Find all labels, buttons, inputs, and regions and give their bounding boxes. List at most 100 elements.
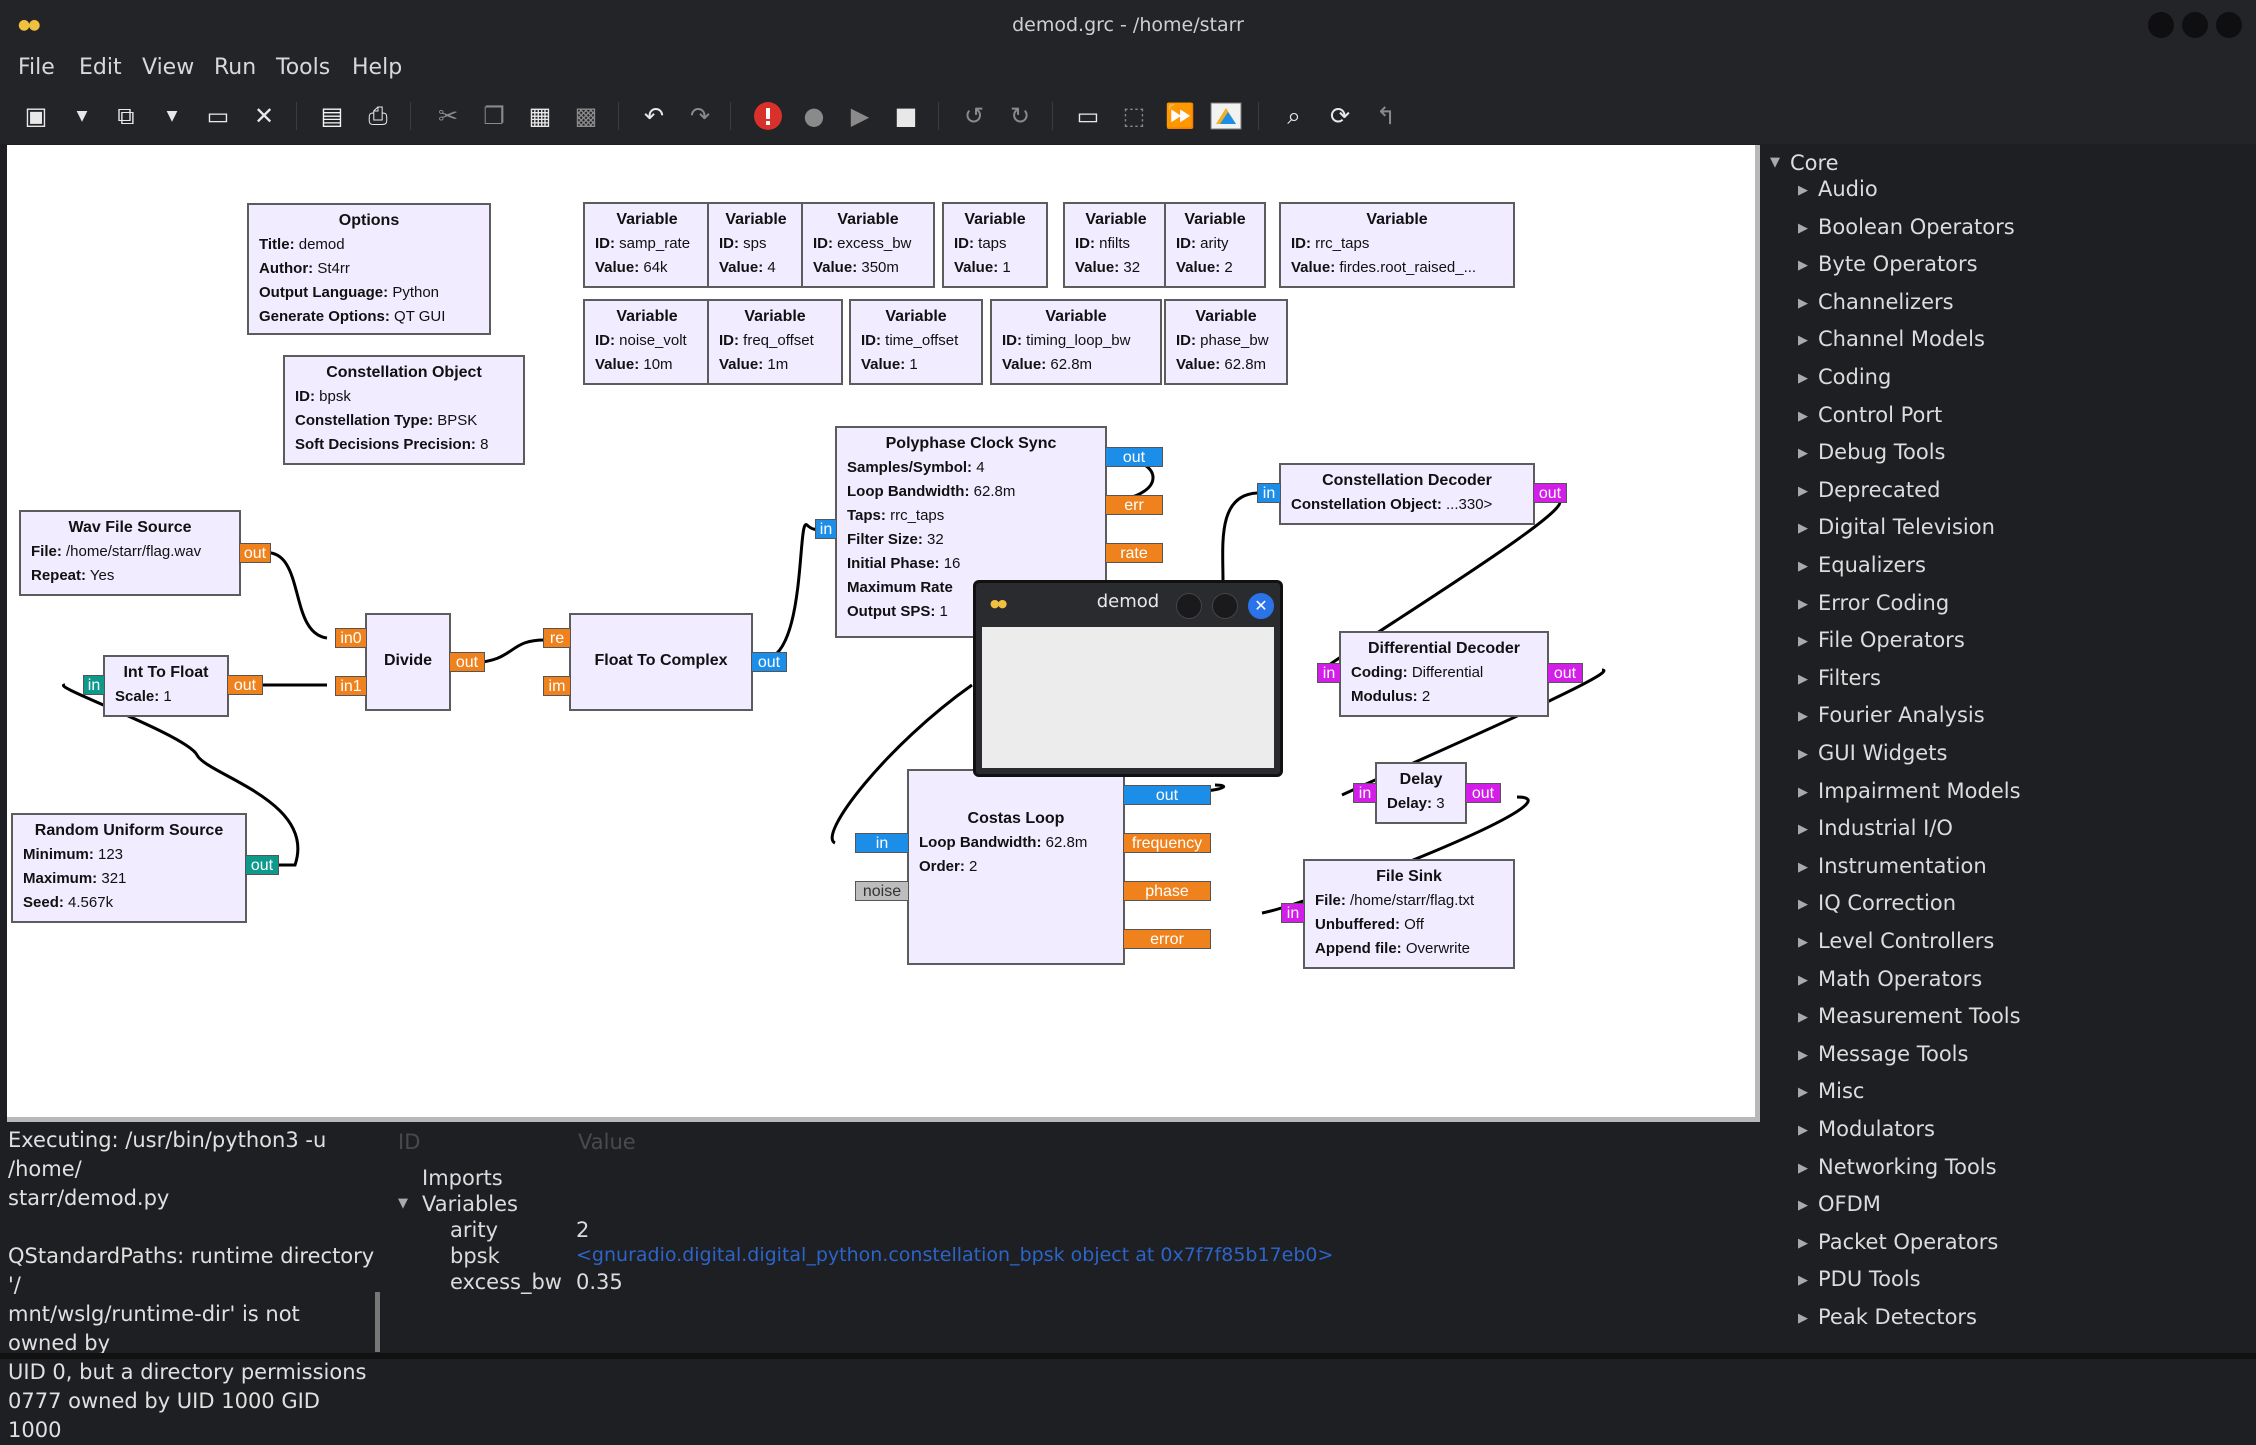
collapse-arrow-icon[interactable]: ▶: [1798, 446, 1808, 462]
collapse-arrow-icon[interactable]: ▶: [1798, 1235, 1808, 1251]
collapse-arrow-icon[interactable]: ▶: [1798, 1123, 1808, 1138]
collapse-arrow-icon[interactable]: ▶: [1798, 671, 1808, 687]
new-dropdown-icon[interactable]: ▼: [76, 108, 88, 124]
wav-file-source-block[interactable]: Wav File Source File: /home/starr/flag.w…: [19, 510, 241, 596]
collapse-arrow-icon[interactable]: ▶: [1798, 371, 1808, 386]
sink-in-port[interactable]: in: [1281, 903, 1305, 923]
tree-item[interactable]: Equalizers: [1818, 553, 1926, 577]
reload-icon[interactable]: ⟳: [1329, 102, 1351, 130]
float-to-complex-block[interactable]: Float To Complex: [569, 613, 753, 711]
int-to-float-out-port[interactable]: out: [227, 675, 263, 695]
collapse-arrow-icon[interactable]: ▶: [1798, 822, 1808, 838]
popup-close-button[interactable]: ✕: [1248, 593, 1274, 619]
collapse-arrow-icon[interactable]: ▶: [1798, 709, 1808, 725]
ddec-in-port[interactable]: in: [1317, 663, 1341, 683]
tree-item[interactable]: Impairment Models: [1818, 778, 2021, 803]
stop-icon[interactable]: ■: [894, 102, 918, 130]
print-icon[interactable]: ⎙: [368, 102, 388, 130]
collapse-arrow-icon[interactable]: ▶: [1798, 596, 1808, 612]
tree-item[interactable]: Fourier Analysis: [1818, 703, 1985, 728]
popup-minimize-button[interactable]: [1176, 593, 1202, 619]
tree-item[interactable]: Control Port: [1818, 402, 1943, 427]
collapse-arrow-icon[interactable]: ▶: [1798, 634, 1808, 650]
variable-block-nfilts[interactable]: Variable ID: nfilts Value: 32: [1063, 202, 1169, 288]
screenshot-icon[interactable]: ▤: [320, 102, 344, 130]
collapse-arrow-icon[interactable]: ▶: [1798, 1198, 1808, 1214]
popup-maximize-button[interactable]: [1212, 593, 1238, 619]
variable-block-freq_offset[interactable]: Variable ID: freq_offset Value: 1m: [707, 299, 843, 385]
variable-block-sps[interactable]: Variable ID: sps Value: 4: [707, 202, 805, 288]
cdec-out-port[interactable]: out: [1533, 483, 1567, 503]
run-icon[interactable]: ▶: [850, 102, 870, 130]
collapse-arrow-icon[interactable]: ▶: [1798, 784, 1808, 800]
undo-icon[interactable]: ↶: [643, 102, 665, 130]
int-to-float-in-port[interactable]: in: [83, 675, 105, 695]
tree-item[interactable]: Message Tools: [1818, 1041, 1969, 1066]
back-icon[interactable]: ↰: [1375, 102, 1397, 130]
tree-item[interactable]: Digital Television: [1818, 515, 1995, 540]
pcs-err-port[interactable]: err: [1105, 495, 1163, 515]
tree-item[interactable]: Boolean Operators: [1818, 214, 2015, 239]
flowgraph-canvas[interactable]: Options Title: demod Author: St4rr Outpu…: [7, 145, 1760, 1122]
variables-row[interactable]: Variables: [422, 1192, 518, 1216]
options-block[interactable]: Options Title: demod Author: St4rr Outpu…: [247, 203, 491, 335]
tree-item[interactable]: Deprecated: [1818, 477, 1941, 502]
menu-view[interactable]: View: [142, 55, 195, 80]
collapse-arrow-icon[interactable]: ▶: [1798, 1047, 1808, 1063]
pdf-icon[interactable]: [1210, 100, 1242, 132]
tree-item[interactable]: File Operators: [1818, 628, 1965, 653]
divide-in0-port[interactable]: in0: [335, 628, 367, 648]
menu-file[interactable]: File: [18, 55, 55, 80]
variables-panel[interactable]: ID Value Imports ▼ Variables arity 2 bps…: [390, 1122, 1756, 1359]
close-window-button[interactable]: [2216, 12, 2242, 38]
tree-item[interactable]: Packet Operators: [1818, 1229, 1999, 1254]
variable-block-noise_volt[interactable]: Variable ID: noise_volt Value: 10m: [583, 299, 711, 385]
collapse-arrow-icon[interactable]: ▶: [1798, 1160, 1808, 1176]
wav-out-port[interactable]: out: [239, 543, 271, 563]
tree-item[interactable]: Audio: [1818, 177, 1878, 201]
block-library-tree[interactable]: ▼ Core ▶Audio▶Boolean Operators▶Byte Ope…: [1760, 145, 2256, 1359]
tree-item[interactable]: Math Operators: [1818, 966, 1983, 991]
file-sink-block[interactable]: File Sink File: /home/starr/flag.txt Unb…: [1303, 859, 1515, 969]
rotate-ccw-icon[interactable]: ↺: [963, 102, 985, 130]
delay-out-port[interactable]: out: [1465, 783, 1501, 803]
variable-block-time_offset[interactable]: Variable ID: time_offset Value: 1: [849, 299, 983, 385]
tree-item[interactable]: Debug Tools: [1818, 440, 1946, 465]
collapse-arrow-icon[interactable]: ▶: [1798, 183, 1808, 198]
delay-in-port[interactable]: in: [1353, 783, 1377, 803]
divide-out-port[interactable]: out: [449, 652, 485, 672]
open-dropdown-icon[interactable]: ▼: [166, 108, 178, 124]
cdec-in-port[interactable]: in: [1257, 483, 1281, 503]
tree-item[interactable]: Filters: [1818, 665, 1881, 690]
variable-block-taps[interactable]: Variable ID: taps Value: 1: [942, 202, 1048, 288]
collapse-arrow-icon[interactable]: ▶: [1798, 1311, 1808, 1326]
divide-in1-port[interactable]: in1: [335, 676, 367, 696]
close-icon[interactable]: ✕: [253, 102, 275, 130]
constellation-decoder-block[interactable]: Constellation Decoder Constellation Obje…: [1279, 463, 1535, 525]
random-out-port[interactable]: out: [245, 855, 279, 875]
copy-icon[interactable]: ❐: [483, 102, 505, 130]
save-icon[interactable]: ▭: [206, 102, 230, 130]
costas-frequency-port[interactable]: frequency: [1123, 833, 1211, 853]
tree-item[interactable]: Coding: [1818, 365, 1892, 389]
tree-item[interactable]: Industrial I/O: [1818, 816, 1953, 841]
menu-help[interactable]: Help: [352, 55, 403, 80]
collapse-arrow-icon[interactable]: ▼: [398, 1196, 408, 1211]
rotate-cw-icon[interactable]: ↻: [1009, 102, 1031, 130]
variable-block-rrc_taps[interactable]: Variable ID: rrc_taps Value: firdes.root…: [1279, 202, 1515, 288]
imports-row[interactable]: Imports: [422, 1166, 503, 1190]
collapse-arrow-icon[interactable]: ▶: [1798, 220, 1808, 236]
maximize-button[interactable]: [2182, 12, 2208, 38]
menu-run[interactable]: Run: [214, 55, 257, 80]
delay-block[interactable]: Delay Delay: 3: [1375, 762, 1467, 824]
tree-item[interactable]: Byte Operators: [1818, 252, 1978, 277]
demod-popup-window[interactable]: ●● demod ✕: [973, 580, 1283, 777]
collapse-arrow-icon[interactable]: ▶: [1798, 295, 1808, 311]
delete-icon[interactable]: ▩: [574, 102, 598, 130]
pcs-in-port[interactable]: in: [815, 519, 837, 539]
pcs-out-port[interactable]: out: [1105, 447, 1163, 467]
costas-phase-port[interactable]: phase: [1123, 881, 1211, 901]
ddec-out-port[interactable]: out: [1547, 663, 1583, 683]
variable-block-arity[interactable]: Variable ID: arity Value: 2: [1164, 202, 1266, 288]
variable-block-excess_bw[interactable]: Variable ID: excess_bw Value: 350m: [801, 202, 935, 288]
